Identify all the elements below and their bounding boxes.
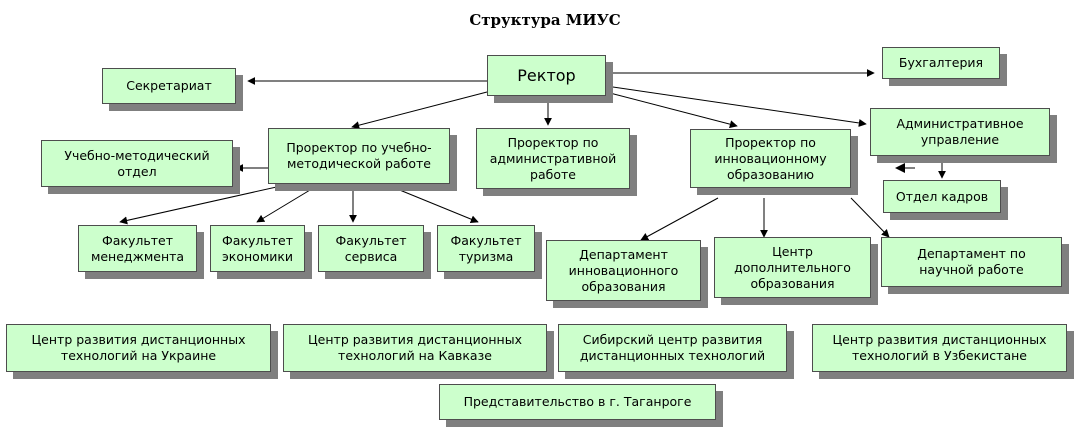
- accounting-box: Бухгалтерия: [882, 47, 1000, 79]
- arrow-admin-mgmt-stub: [895, 163, 905, 173]
- vp-innov-box: Проректор по инновационному образованию: [690, 129, 851, 188]
- diagram-title: Структура МИУС: [469, 11, 621, 29]
- arrow-rector-admin-mgmt: [605, 85, 867, 127]
- vp-admin-box: Проректор по административной работе: [476, 128, 630, 189]
- center-additional-box: Центр дополнительного образования: [714, 237, 871, 298]
- arrow-vp-innov-dept-innov: [640, 197, 719, 241]
- dept-science-box: Департамент по научной работе: [881, 237, 1062, 287]
- faculty-management-box: Факультет менеджмента: [78, 225, 197, 272]
- center-ukraine-box: Центр развития дистанционных технологий …: [6, 324, 271, 372]
- center-caucasus-box: Центр развития дистанционных технологий …: [283, 324, 547, 372]
- arrow-vp-edu-fac-econ: [256, 183, 321, 223]
- arrow-vp-edu-fac-mgmt: [119, 183, 291, 225]
- vp-edu-box: Проректор по учебно- методической работе: [268, 128, 450, 184]
- rector-box: Ректор: [487, 55, 606, 96]
- arrow-rector-vp-edu: [351, 91, 488, 130]
- dept-innovation-box: Департамент инновационного образования: [546, 240, 701, 301]
- arrow-vp-edu-fac-tourism: [384, 183, 479, 223]
- faculty-service-box: Факультет сервиса: [318, 225, 424, 272]
- hr-box: Отдел кадров: [883, 180, 1001, 213]
- center-siberia-box: Сибирский центр развития дистанционных т…: [558, 324, 787, 372]
- center-uzbekistan-box: Центр развития дистанционных технологий …: [812, 324, 1067, 372]
- arrow-rector-vp-innov: [605, 91, 738, 129]
- faculty-economics-box: Факультет экономики: [210, 225, 305, 272]
- arrow-vp-innov-dept-science: [850, 197, 890, 238]
- taganrog-office-box: Представительство в г. Таганроге: [439, 384, 716, 420]
- faculty-tourism-box: Факультет туризма: [437, 225, 535, 272]
- admin-mgmt-box: Административное управление: [870, 108, 1050, 156]
- method-dept-box: Учебно-методический отдел: [41, 140, 233, 187]
- secretariat-box: Секретариат: [102, 68, 236, 104]
